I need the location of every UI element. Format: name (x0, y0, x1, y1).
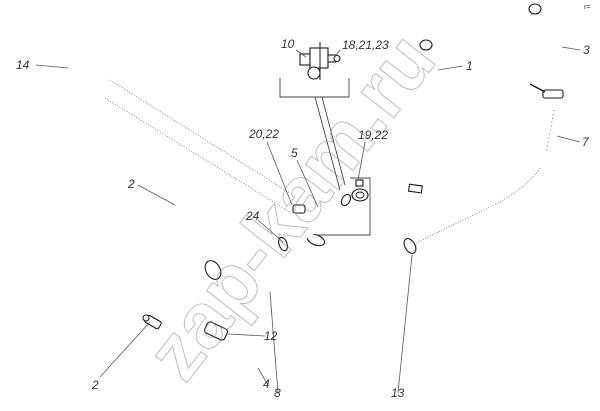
callout-10: 10 (281, 37, 295, 51)
group-bracket (279, 78, 350, 191)
callout-14: 14 (16, 58, 30, 72)
part-8-hose[interactable] (202, 221, 326, 297)
callout-19-22: 19,22 (358, 128, 388, 142)
part-3-pipe[interactable] (528, 3, 562, 99)
part-14-hose-loop[interactable] (65, 62, 310, 227)
callout-18-21-23: 18,21,23 (342, 38, 389, 52)
leader-lines (35, 46, 581, 394)
part-4-loop[interactable] (150, 262, 264, 398)
callout-1: 1 (466, 59, 473, 73)
callout-8: 8 (274, 386, 281, 400)
callout-3: 3 (583, 43, 590, 57)
callout-13: 13 (391, 386, 405, 400)
part-10-valve[interactable] (299, 42, 341, 80)
assembly-bracket (315, 177, 371, 236)
callout-7: 7 (582, 135, 590, 149)
part-19-22-clamp[interactable] (351, 179, 369, 202)
part-2-fitting[interactable] (142, 314, 162, 330)
part-24-hose[interactable] (275, 227, 315, 252)
part-7-hose[interactable] (529, 83, 564, 166)
callout-2-top: 2 (127, 177, 135, 191)
callout-20-22: 20,22 (248, 127, 279, 141)
part-1-pipe[interactable] (311, 39, 444, 267)
callout-24: 24 (245, 209, 260, 223)
callout-4: 4 (263, 377, 270, 391)
part-5-hose[interactable] (292, 193, 352, 219)
callout-12: 12 (264, 329, 278, 343)
part-13-corrugated-hose[interactable] (402, 152, 553, 255)
callout-5: 5 (291, 146, 298, 160)
part-2-tube[interactable] (152, 201, 303, 392)
part-12-clip[interactable] (203, 321, 229, 341)
callout-2-bottom: 2 (91, 378, 99, 392)
corner-mark: r= (584, 4, 590, 11)
